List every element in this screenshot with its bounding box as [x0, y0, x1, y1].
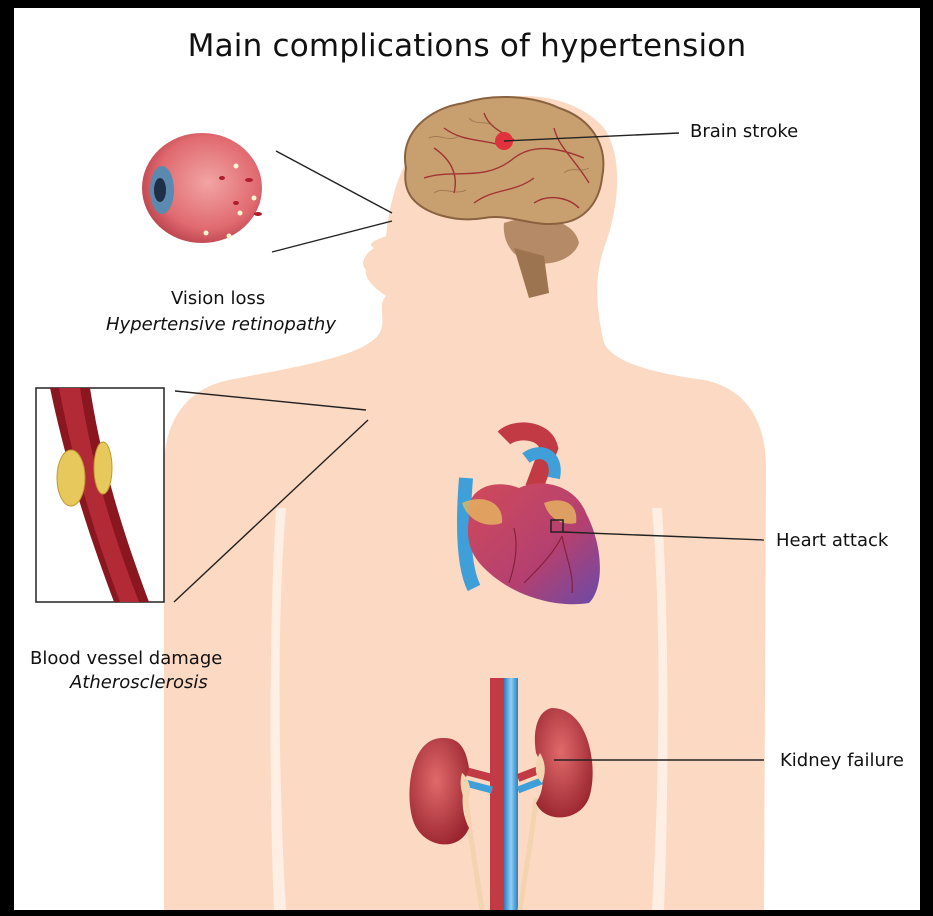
label-retinopathy: Hypertensive retinopathy	[106, 314, 336, 336]
diagram-title: Main complications of hypertension	[14, 28, 920, 64]
label-blood-vessel-damage: Blood vessel damage	[30, 648, 222, 670]
label-heart-attack: Heart attack	[776, 530, 888, 552]
label-brain-stroke: Brain stroke	[690, 121, 798, 143]
eye-illustration	[142, 133, 262, 243]
vessel-inset	[36, 388, 164, 602]
label-atherosclerosis: Atherosclerosis	[70, 672, 208, 694]
label-vision-loss: Vision loss	[171, 288, 265, 310]
figure-frame: Main complications of hypertension Brain…	[14, 8, 920, 910]
body-illustration	[14, 8, 920, 910]
label-kidney-failure: Kidney failure	[780, 750, 904, 772]
